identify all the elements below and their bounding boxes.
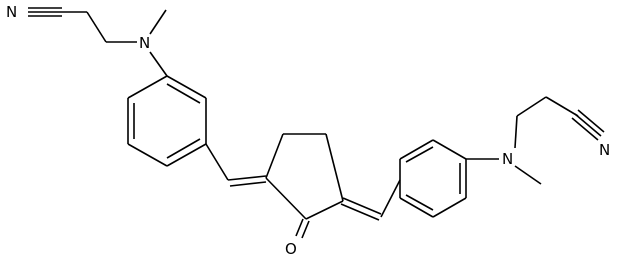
cyclopentanone-ring	[265, 133, 344, 239]
left-n-ring-bond	[149, 51, 168, 77]
right-exo-double-2	[340, 203, 380, 221]
right-ring-bond-3	[432, 139, 467, 160]
left-exo-double-2	[229, 181, 267, 187]
right-ring-double-1	[405, 146, 434, 163]
right-benzylidene	[340, 179, 401, 221]
right-ch2-bond-2	[545, 96, 579, 117]
right-ch-to-ring-bond	[380, 179, 401, 218]
left-ring-double-2	[166, 138, 201, 159]
carbonyl-double-2	[301, 220, 310, 239]
left-amine-nitrogen-label: N	[139, 34, 150, 52]
carbonyl-double-1	[295, 218, 304, 237]
right-exo-double-1	[342, 197, 382, 215]
cp-bond-4	[305, 200, 344, 220]
right-benzene-ring	[399, 139, 467, 218]
left-ring-bond-6	[127, 75, 168, 99]
right-cn-triple-bond-2	[574, 113, 602, 137]
right-ring-double-3	[405, 194, 434, 211]
cp-bond-5	[265, 177, 307, 220]
left-ring-bond-3	[166, 143, 207, 167]
right-amine-nitrogen-label: N	[502, 150, 513, 168]
left-exo-double-1	[227, 175, 267, 181]
left-ring-bond-4	[127, 143, 168, 167]
left-ring-to-ch-bond	[205, 143, 229, 181]
left-ring-double-1	[166, 83, 201, 104]
left-ring-bond-1	[166, 75, 207, 99]
carbonyl-oxygen-label: O	[285, 240, 297, 258]
right-nitrile-nitrogen-label: N	[599, 141, 610, 159]
right-n-methyl-bond	[514, 165, 542, 185]
left-amine-bonds	[149, 9, 168, 77]
left-benzene-ring	[127, 75, 207, 167]
left-nitrile-nitrogen-label: N	[6, 3, 17, 21]
right-ring-bond-2	[399, 139, 434, 160]
right-n-ch2-bond	[514, 115, 518, 149]
left-n-methyl-bond	[149, 9, 167, 35]
cp-bond-3	[325, 133, 344, 202]
right-ring-bond-6	[399, 197, 434, 218]
right-amine-bonds	[466, 115, 542, 185]
left-benzylidene	[205, 143, 267, 187]
right-cn-triple-bond-3	[571, 117, 599, 141]
right-nitrile-group	[516, 96, 605, 141]
right-ch2-bond-1	[516, 96, 547, 117]
right-ring-bond-5	[432, 197, 467, 218]
left-nitrile-group	[28, 7, 137, 43]
left-ch2-bond-2	[86, 11, 107, 43]
cp-bond-1	[265, 133, 284, 179]
right-cn-triple-bond-1	[577, 109, 605, 133]
